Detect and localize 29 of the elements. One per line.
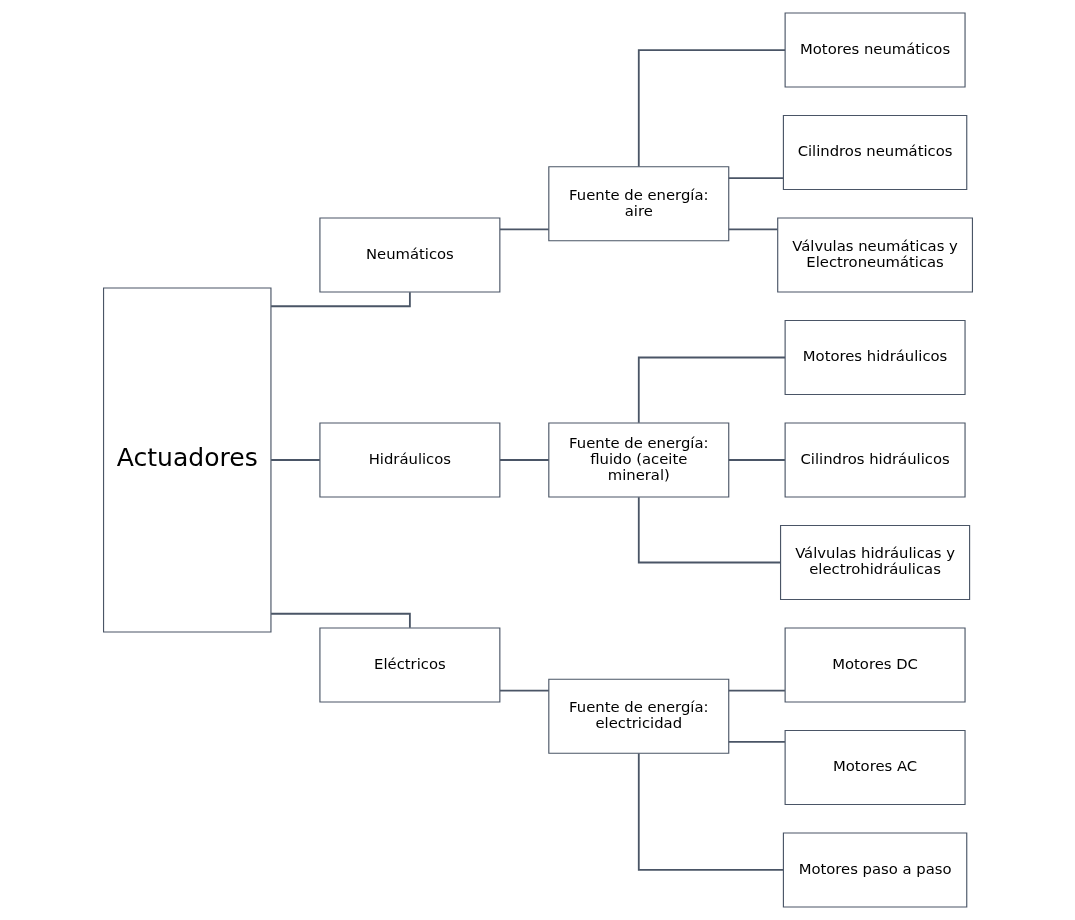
- node-box: Eléctricos: [318, 627, 500, 703]
- connector: [637, 49, 786, 168]
- node-box: Fuente de energía: electricidad: [547, 678, 729, 754]
- node-box: Actuadores: [102, 287, 272, 633]
- node-box: Neumáticos: [318, 217, 500, 293]
- node-box: Cilindros hidráulicos: [784, 422, 966, 498]
- connector: [727, 459, 786, 461]
- connector: [269, 459, 321, 461]
- connector: [727, 689, 786, 692]
- connector: [727, 228, 778, 231]
- node-box: Fuente de energía: aire: [547, 166, 729, 242]
- node-box: Válvulas hidráulicas y electrohidráulicas: [779, 524, 970, 601]
- node-box: Motores AC: [784, 729, 966, 806]
- connector: [498, 228, 550, 231]
- node-box: Válvulas neumáticas y Electroneumáticas: [776, 217, 973, 293]
- node-box: Motores neumáticos: [784, 12, 966, 88]
- connector: [498, 459, 550, 461]
- connector: [498, 689, 550, 692]
- node-box: Motores paso a paso: [782, 832, 967, 908]
- node-box: Motores DC: [784, 627, 966, 703]
- connector: [727, 177, 784, 180]
- node-box: Fuente de energía: fluido (aceite mineral): [547, 422, 729, 498]
- node-box: Cilindros neumáticos: [782, 114, 967, 191]
- connector: [637, 752, 784, 871]
- node-box: Motores hidráulicos: [784, 319, 966, 396]
- connector: [727, 740, 786, 743]
- connector: [637, 496, 781, 564]
- node-box: Hidráulicos: [318, 422, 500, 498]
- connector: [637, 356, 786, 424]
